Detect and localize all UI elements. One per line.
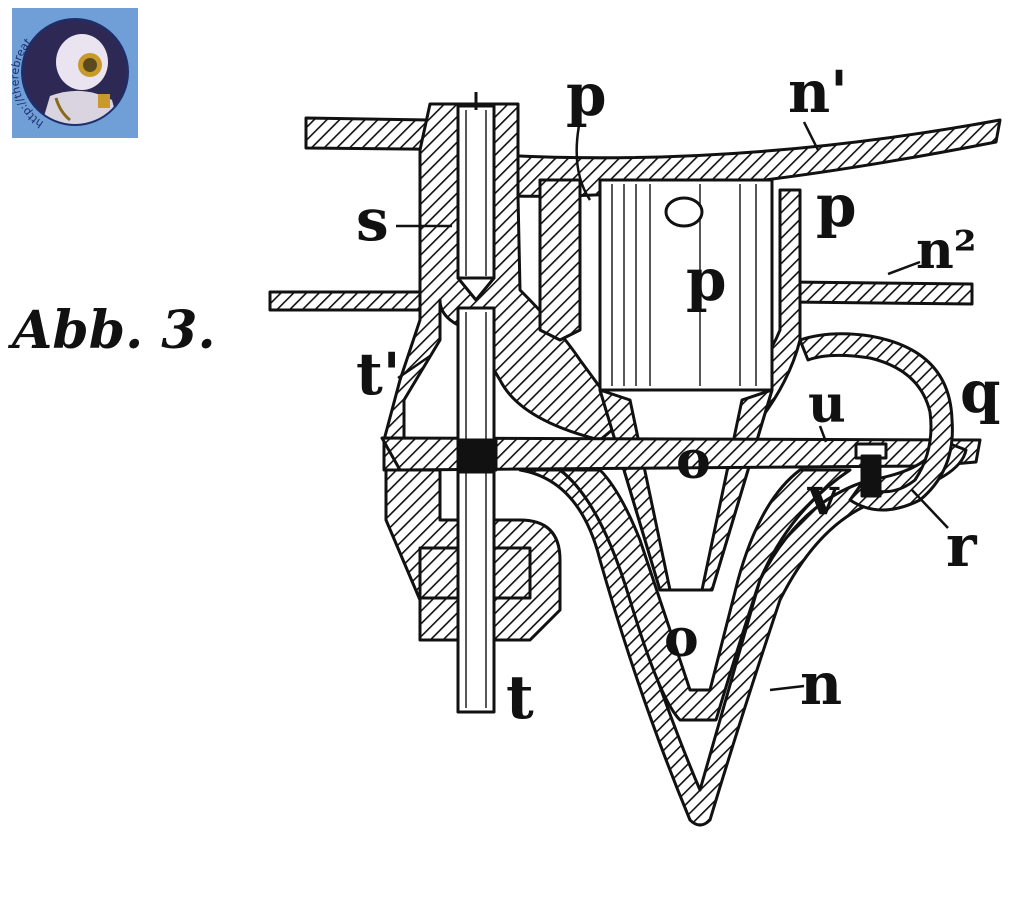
label-r: r: [946, 512, 978, 580]
loop-q: [798, 332, 954, 512]
label-s: s: [356, 186, 389, 254]
label-n: n: [800, 650, 842, 718]
valve-v: [854, 442, 888, 498]
rod-t: [456, 306, 496, 714]
label-n2: n²: [916, 220, 977, 281]
apparatus-cross-section: [268, 92, 1002, 827]
label-n1: n': [788, 58, 848, 126]
label-u: u: [808, 374, 846, 435]
label-q: q: [960, 358, 1001, 426]
tube-s: [456, 104, 496, 280]
label-p-inner: p: [686, 246, 727, 314]
port-hole: [664, 196, 704, 228]
label-p-top: p: [566, 61, 607, 129]
label-p-right: p: [816, 172, 857, 240]
label-t1: t': [356, 340, 401, 408]
inner-wall-left: [538, 178, 582, 342]
label-o-upper: o: [676, 430, 711, 491]
right-flange-n2: [788, 280, 974, 306]
label-o-lower: o: [664, 608, 699, 669]
label-v: v: [807, 466, 840, 527]
left-flange: [268, 290, 422, 312]
label-t: t: [506, 663, 534, 733]
site-logo-badge[interactable]: http://therebreathersite.nl: [0, 0, 138, 138]
part-labels: s p n' p n² p t' q u o v r o t n: [356, 58, 1001, 733]
inner-funnel: [558, 468, 852, 722]
diver-helmet-icon: [23, 20, 127, 124]
figure-title: Abb. 3.: [7, 300, 216, 361]
